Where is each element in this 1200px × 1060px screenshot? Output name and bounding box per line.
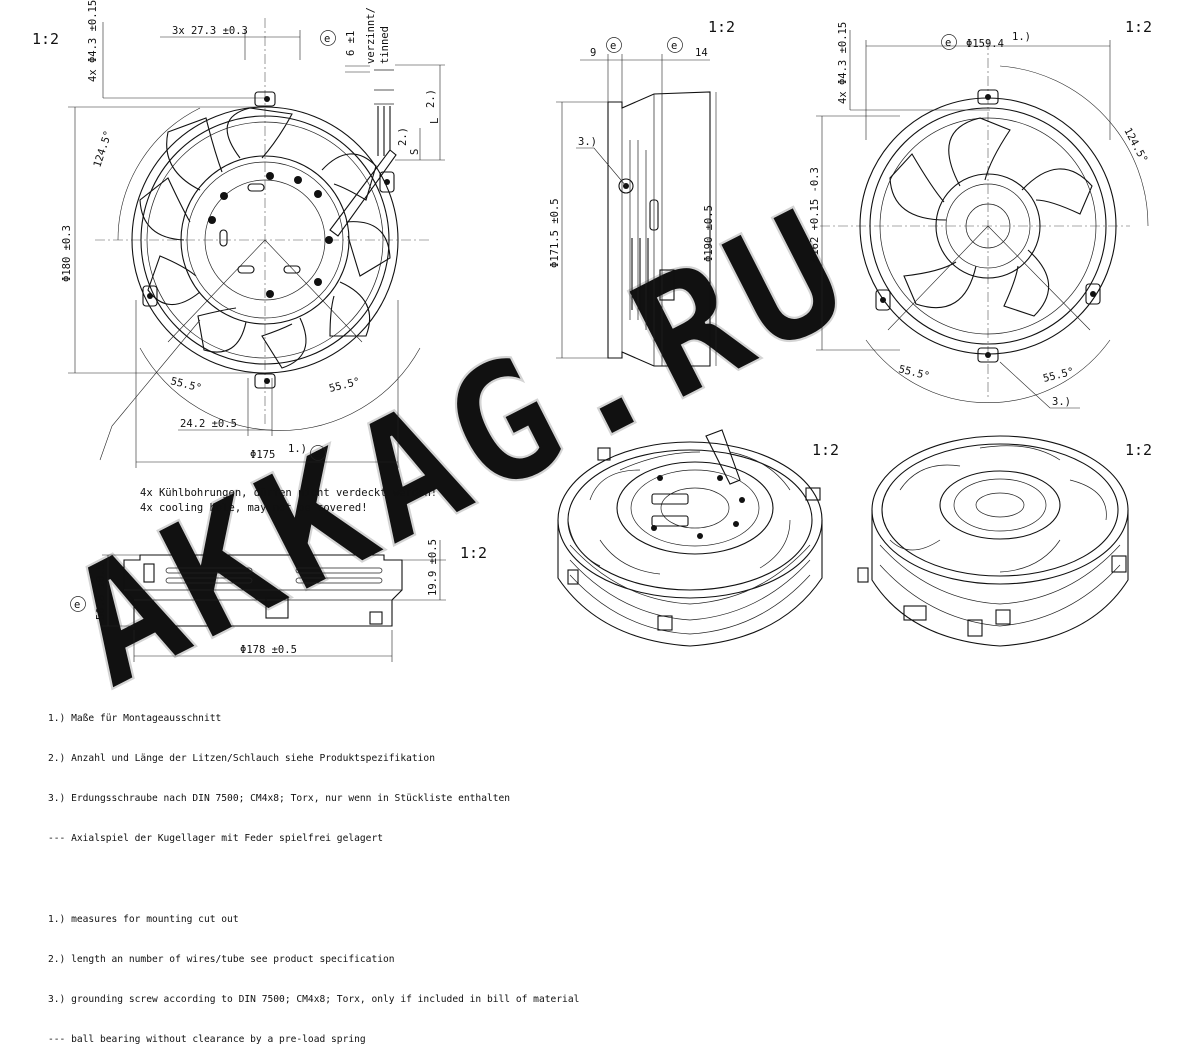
side-ground-screw [618,178,634,194]
footnote-en-4: --- ball bearing without clearance by a … [48,1034,366,1046]
front-e-marker: e [324,33,330,45]
front-dim-6: 6 ±1 [345,31,357,56]
footnote-de-1: 1.) Maße für Montageausschnitt [48,712,222,724]
technical-drawing: AKKAG.RU 1:2 [32,0,1152,726]
rear-dim-holes: 4x Φ4.3 ±0.15 [837,22,849,104]
front-dim-180: Φ180 ±0.3 [61,225,73,282]
front-note-2-S: 2.) [397,127,409,146]
side-e-marker-right: e [671,40,677,52]
front-dim-S: S [409,149,421,155]
footnote-de-2: 2.) Anzahl und Länge der Litzen/Schlauch… [48,753,435,765]
front-view: 1:2 [32,0,445,514]
front-wire-label-1: verzinnt/ [365,7,377,64]
footnotes: 1.) Maße für Montageausschnitt 2.) Anzah… [48,685,579,1060]
watermark: AKKAG.RU [39,170,879,726]
front-note-2-L: 2.) [425,89,437,108]
front-angle-left: 55.5° [169,375,203,394]
rear-dim-162: Φ162 +0.15 -0.3 [809,167,821,262]
side-dim-1715: Φ171.5 ±0.5 [549,198,561,268]
rear-note-1: 1.) [1012,31,1031,43]
footnote-de-3: 3.) Erdungsschraube nach DIN 7500; CM4x8… [48,793,511,805]
front-scale-label: 1:2 [32,30,59,48]
iso-right-blades [889,445,1107,573]
iso-left-blades [567,451,791,575]
front-fan-blades [139,107,391,369]
rear-scale-label: 1:2 [1125,18,1152,36]
rear-dim-1594: Φ159.4 [966,38,1004,50]
front-hub-holes [208,172,333,298]
rear-mounting-ears [875,89,1101,363]
footnote-de-4: --- Axialspiel der Kugellager mit Feder … [48,833,384,845]
front-dim-1245: 124.5° [91,129,114,169]
front-hub [180,155,350,325]
bottom-dim-178: Φ178 ±0.5 [240,644,297,656]
bottom-dim-508: 50.8 ±0.5 [95,563,107,620]
rear-angle-left: 55.5° [897,363,931,382]
side-dim-14: 14 [695,47,708,59]
front-dim-175: Φ175 [250,449,275,461]
watermark-text: AKKAG.RU [41,171,879,725]
footnote-en-1: 1.) measures for mounting cut out [48,913,239,925]
bottom-housing [123,554,403,627]
rear-note-3: 3.) [1052,396,1071,408]
rear-angle-right: 55.5° [1042,366,1076,385]
bottom-ribs [143,563,383,625]
side-note-3: 3.) [578,136,597,148]
iso-view-left: 1:2 [557,429,839,647]
rear-view: 1:2 e Φ159.4 [809,18,1152,409]
cooling-note-de: 4x Kühlbohrungen, dürfen nicht verdeckt … [140,487,437,499]
bottom-view: 1:2 50.8 ±0.5 e 19.9 ±0.5 Φ178 ±0.5 [70,539,487,662]
front-dim-L: L [429,118,441,124]
side-e-marker-left: e [610,40,616,52]
iso-right-scale-label: 1:2 [1125,441,1152,459]
side-housing [607,91,711,367]
footnote-en-3: 3.) grounding screw according to DIN 750… [48,993,580,1005]
front-note-1: 1.) [288,443,307,455]
side-dim-190: Φ190 ±0.5 [703,205,715,262]
iso-view-right: 1:2 [857,435,1152,647]
cooling-note-en: 4x cooling hole, may not be covered! [140,502,368,514]
front-dim-242: 24.2 ±0.5 [180,418,237,430]
side-view: 1:2 9 e 14 e 3.) [549,18,735,367]
front-dim-pitch: 3x 27.3 ±0.3 [172,25,248,37]
side-ribs [629,140,649,330]
rear-dim-1245: 124.5° [1121,126,1149,165]
side-scale-label: 1:2 [708,18,735,36]
front-e-marker-175: e [314,448,320,460]
rear-fan-blades [889,117,1093,317]
rear-hub [935,173,1041,279]
front-wire-label-2: tinned [379,26,391,64]
front-cable [374,69,394,156]
bottom-e-marker: e [74,599,80,611]
bottom-scale-label: 1:2 [460,544,487,562]
bottom-dim-199: 19.9 ±0.5 [427,539,439,596]
side-dim-9: 9 [590,47,596,59]
front-dim-holes: 4x Φ4.3 ±0.15 [87,0,99,82]
rear-e-marker: e [945,37,951,49]
footnote-en-2: 2.) length an number of wires/tube see p… [48,953,395,965]
iso-left-scale-label: 1:2 [812,441,839,459]
front-wire-strut [329,149,397,237]
